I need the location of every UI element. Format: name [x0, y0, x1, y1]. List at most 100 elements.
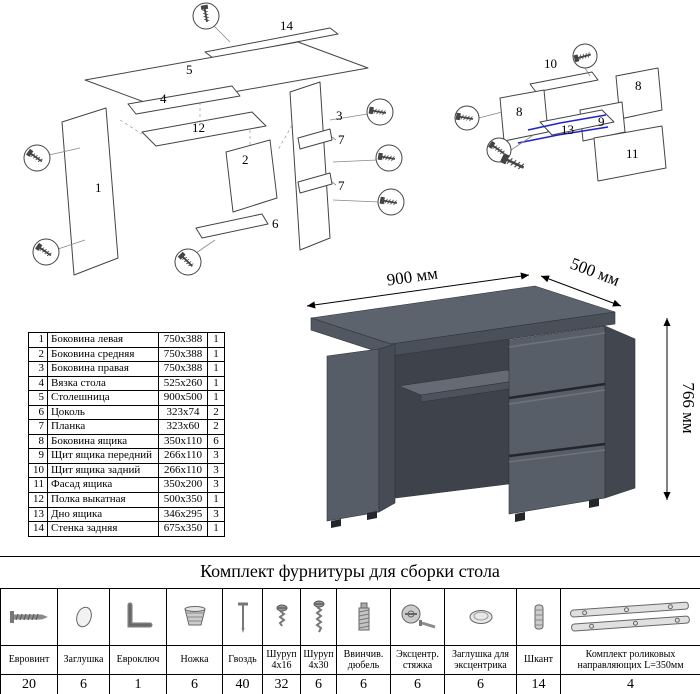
part-size: 323x74 — [158, 404, 208, 421]
part-number: 1 — [28, 332, 48, 348]
part-number: 3 — [28, 361, 48, 377]
part-size: 525x260 — [158, 375, 208, 392]
part-number: 14 — [28, 521, 48, 537]
roller-guide-lines — [517, 114, 609, 144]
drawer-seam — [508, 442, 606, 458]
part-qty: 1 — [207, 332, 225, 348]
desk-left-leg — [326, 348, 380, 522]
part-name: Столешница — [47, 390, 159, 406]
depth-dimension-line — [540, 275, 622, 307]
part-label-2: 2 — [242, 152, 249, 167]
part-size: 750x388 — [158, 346, 208, 363]
part-name: Дно ящика — [47, 506, 159, 523]
desk-back-panel — [394, 331, 510, 499]
part-name: Стенка задняя — [47, 521, 159, 537]
hardware-name: Ввинчив. дюбель — [336, 645, 391, 675]
part-size: 346x295 — [158, 506, 208, 523]
part-label-9: 9 — [598, 114, 605, 129]
part-qty: 6 — [207, 433, 225, 450]
part-size: 900x500 — [158, 390, 208, 406]
hardware-qty: 4 — [560, 674, 700, 694]
part-back-wall-14 — [204, 27, 339, 59]
part-label-11: 11 — [626, 146, 639, 161]
hardware-name: Эксцентр. стяжка — [390, 645, 445, 675]
part-size: 323x60 — [158, 419, 208, 435]
cam-cap-icon — [469, 610, 492, 624]
part-number: 10 — [28, 462, 48, 479]
desk-drawer-unit-side — [604, 325, 636, 499]
part-size: 750x388 — [158, 361, 208, 377]
part-number: 9 — [28, 448, 48, 464]
roller-guides-icon — [569, 601, 690, 632]
part-qty: 2 — [207, 404, 225, 421]
depth-dimension-label: 500 мм — [568, 254, 623, 290]
part-rail-4 — [127, 85, 241, 115]
part-number: 12 — [28, 492, 48, 508]
part-qty: 1 — [207, 361, 225, 377]
height-dimension-label: 766 мм — [679, 382, 698, 434]
fastener-callouts — [23, 2, 405, 276]
hardware-qty: 40 — [222, 674, 263, 694]
part-label-14: 14 — [280, 18, 294, 33]
part-name: Щит ящика задний — [47, 462, 159, 479]
section-divider — [0, 556, 700, 557]
screw-long-icon — [313, 600, 324, 633]
part-qty: 3 — [207, 448, 225, 464]
desk-body — [310, 285, 636, 528]
width-dimension-label: 900 мм — [386, 264, 440, 290]
part-number: 4 — [28, 375, 48, 392]
hardware-names-row: Евровинт Заглушка Евроключ Ножка Гвоздь … — [0, 645, 700, 675]
part-label-10: 10 — [544, 56, 557, 71]
hardware-icons-row — [0, 588, 700, 646]
drawer-exploded-diagram: 10 8 8 9 13 11 — [454, 43, 667, 182]
part-number: 2 — [28, 346, 48, 363]
part-drawer-back-10 — [529, 71, 599, 93]
hardware-name: Ножка — [166, 645, 223, 675]
screw-dowel-icon — [358, 602, 369, 631]
part-size: 750x388 — [158, 332, 208, 348]
hardware-qty-row: 20 6 1 6 40 32 6 6 6 6 14 4 — [0, 674, 700, 694]
hardware-qty: 6 — [57, 674, 110, 694]
part-number: 13 — [28, 506, 48, 523]
part-qty: 1 — [207, 375, 225, 392]
hardware-qty: 6 — [300, 674, 337, 694]
part-name: Фасад ящика — [47, 477, 159, 494]
hardware-name: Заглушка для эксцентрика — [444, 645, 517, 675]
assembled-desk-render: 900 мм 500 мм 766 мм — [306, 254, 698, 528]
part-shelf-12 — [141, 111, 267, 147]
hardware-name: Шкант — [516, 645, 561, 675]
confirmat-screw-icon — [10, 611, 48, 623]
part-size: 350x110 — [158, 433, 208, 450]
drawer-seam — [508, 382, 606, 400]
hardware-name: Комплект роликовых направляющих L=350мм — [560, 645, 700, 675]
nail-icon — [237, 602, 248, 633]
part-label-7a: 7 — [338, 132, 345, 147]
part-qty: 1 — [207, 521, 225, 537]
hardware-qty: 6 — [336, 674, 391, 694]
part-name: Планка — [47, 419, 159, 435]
hardware-name: Шуруп 4х16 — [262, 645, 301, 675]
part-drawer-side-8a — [499, 89, 549, 142]
part-size: 675x350 — [158, 521, 208, 537]
hardware-qty: 6 — [444, 674, 517, 694]
part-label-7b: 7 — [338, 178, 345, 193]
cam-lock-icon — [401, 604, 435, 629]
part-label-1: 1 — [95, 180, 102, 195]
part-plinth-6 — [195, 213, 269, 239]
part-plank-7a — [297, 128, 333, 150]
part-right-side-3 — [289, 81, 331, 251]
hardware-kit-title: Комплект фурнитуры для сборки стола — [200, 561, 500, 581]
part-qty: 2 — [207, 419, 225, 435]
part-size: 266x110 — [158, 462, 208, 479]
hardware-qty: 6 — [390, 674, 445, 694]
exploded-diagrams: 14 5 4 12 2 1 3 7 7 6 — [23, 2, 667, 276]
